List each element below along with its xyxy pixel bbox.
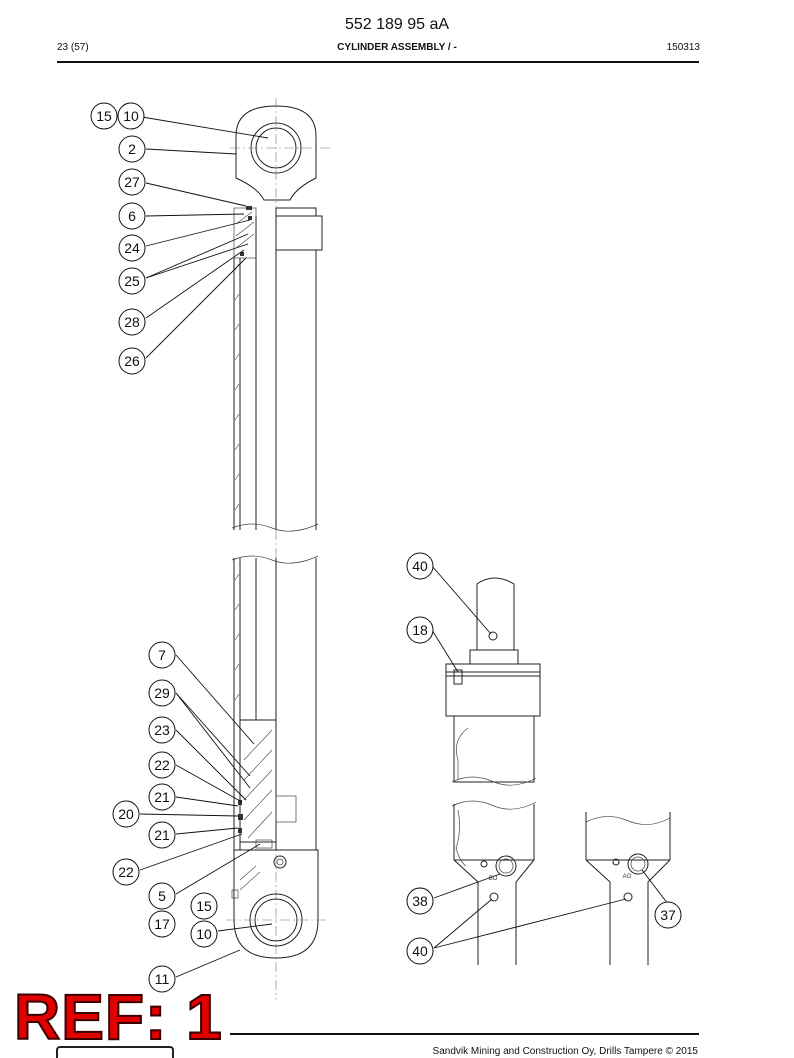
callout-18: 18 [406,616,434,644]
document-date: 150313 [666,42,700,53]
svg-text:17: 17 [154,916,170,932]
svg-text:25: 25 [124,273,140,289]
svg-text:10: 10 [196,926,212,942]
svg-text:7: 7 [158,647,166,663]
callout-21-upper: 21 [148,783,176,811]
svg-text:26: 26 [124,353,140,369]
svg-text:20: 20 [118,806,134,822]
callout-22-lower: 22 [112,858,140,886]
callout-25: 25 [118,267,146,295]
callout-22-upper: 22 [148,751,176,779]
callout-21-lower: 21 [148,821,176,849]
ref-stamp: REF: 1 [13,981,223,1053]
callout-37: 37 [654,901,682,929]
callout-27: 27 [118,168,146,196]
svg-text:22: 22 [154,757,170,773]
callout-7: 7 [148,641,176,669]
svg-text:21: 21 [154,789,170,805]
callout-23: 23 [148,716,176,744]
svg-text:22: 22 [118,864,134,880]
callout-17: 17 [148,910,176,938]
header-rule [57,61,699,63]
svg-text:18: 18 [412,622,428,638]
footer-rule [230,1033,699,1035]
svg-text:2: 2 [128,141,136,157]
svg-text:28: 28 [124,314,140,330]
document-number: 552 189 95 aA [344,16,450,33]
callout-11: 11 [148,965,176,993]
callout-15-top: 15 [90,102,118,130]
svg-text:40: 40 [412,943,428,959]
callout-15-bottom: 15 [190,892,218,920]
svg-text:5: 5 [158,888,166,904]
callout-24: 24 [118,234,146,262]
page-number: 23 (57) [57,42,89,53]
cylinder-tube-lower [231,555,319,850]
port-label-bo: BO [489,876,498,882]
svg-text:6: 6 [128,208,136,224]
callout-10-bottom: 10 [190,920,218,948]
cylinder-tube-upper [231,216,319,532]
footer-copyright: Sandvik Mining and Construction Oy, Dril… [432,1046,698,1057]
leader-lines [139,116,669,978]
detail-port-bo: BO [451,800,537,965]
callout-5: 5 [148,882,176,910]
svg-text:21: 21 [154,827,170,843]
callout-40-lower: 40 [406,937,434,965]
callout-28: 28 [118,308,146,336]
callout-29: 29 [148,679,176,707]
callout-2: 2 [118,135,146,163]
callout-6: 6 [118,202,146,230]
port-label-ao: AO [623,874,632,880]
svg-text:24: 24 [124,240,140,256]
detail-port-ao: AO [585,812,671,965]
callout-20: 20 [112,800,140,828]
callout-38: 38 [406,887,434,915]
svg-text:37: 37 [660,907,676,923]
svg-text:29: 29 [154,685,170,701]
cylinder-head [233,206,323,259]
detail-upper-view [445,577,541,786]
document-title: CYLINDER ASSEMBLY / - [337,42,457,53]
sandvik-logo [56,1046,174,1058]
svg-text:27: 27 [124,174,140,190]
callout-40-upper: 40 [406,552,434,580]
rod-eye-top [230,105,330,201]
svg-text:40: 40 [412,558,428,574]
base-eye-bottom [226,849,330,959]
callout-26: 26 [118,347,146,375]
svg-text:15: 15 [196,898,212,914]
svg-text:38: 38 [412,893,428,909]
callout-10-top: 10 [117,102,145,130]
svg-text:10: 10 [123,108,139,124]
svg-text:23: 23 [154,722,170,738]
svg-text:15: 15 [96,108,112,124]
svg-text:11: 11 [155,971,170,987]
